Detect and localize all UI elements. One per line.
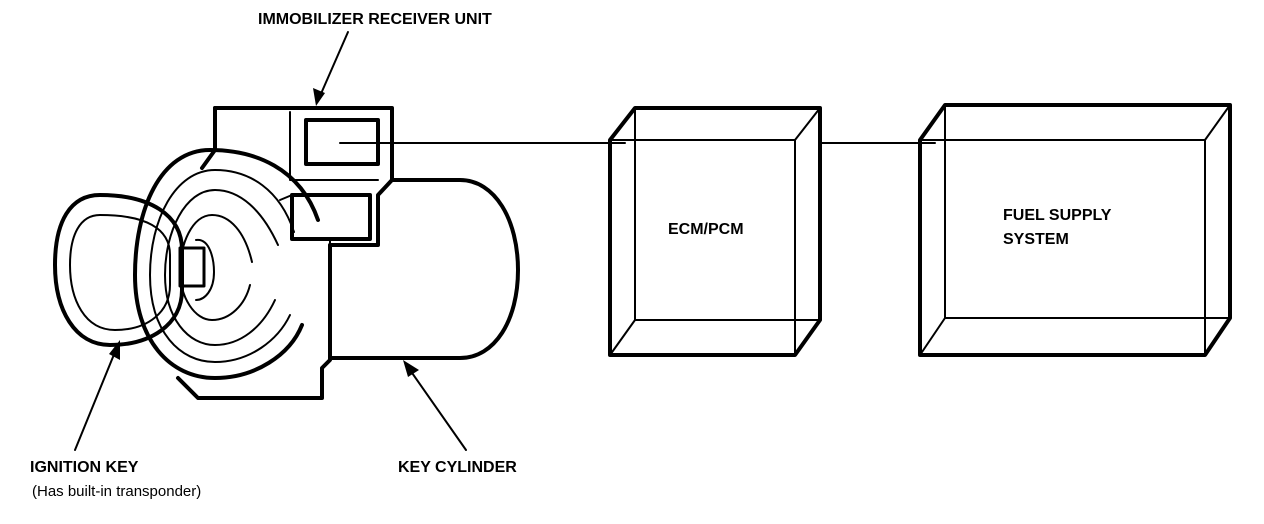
ecm-pcm-box (608, 106, 822, 357)
key-cylinder-label: KEY CYLINDER (398, 459, 517, 476)
fuel-label-line1: FUEL SUPPLY (1003, 207, 1112, 224)
immobilizer-receiver-housing (176, 106, 394, 400)
key-cylinder-arrow (403, 360, 467, 451)
key-cylinder-body (328, 178, 520, 360)
key-cylinder-face (133, 148, 320, 380)
receiver-label: IMMOBILIZER RECEIVER UNIT (258, 11, 492, 28)
ignition-key-sublabel: (Has built-in transponder) (32, 483, 201, 500)
ignition-key-head (53, 193, 184, 347)
ignition-key-label: IGNITION KEY (30, 459, 139, 476)
fuel-supply-box (918, 103, 1232, 357)
ecm-label: ECM/PCM (668, 221, 744, 238)
ignition-key-arrow (74, 340, 120, 451)
receiver-lower-block (290, 193, 372, 241)
fuel-label-line2: SYSTEM (1003, 231, 1069, 248)
receiver-arrow (313, 31, 349, 106)
